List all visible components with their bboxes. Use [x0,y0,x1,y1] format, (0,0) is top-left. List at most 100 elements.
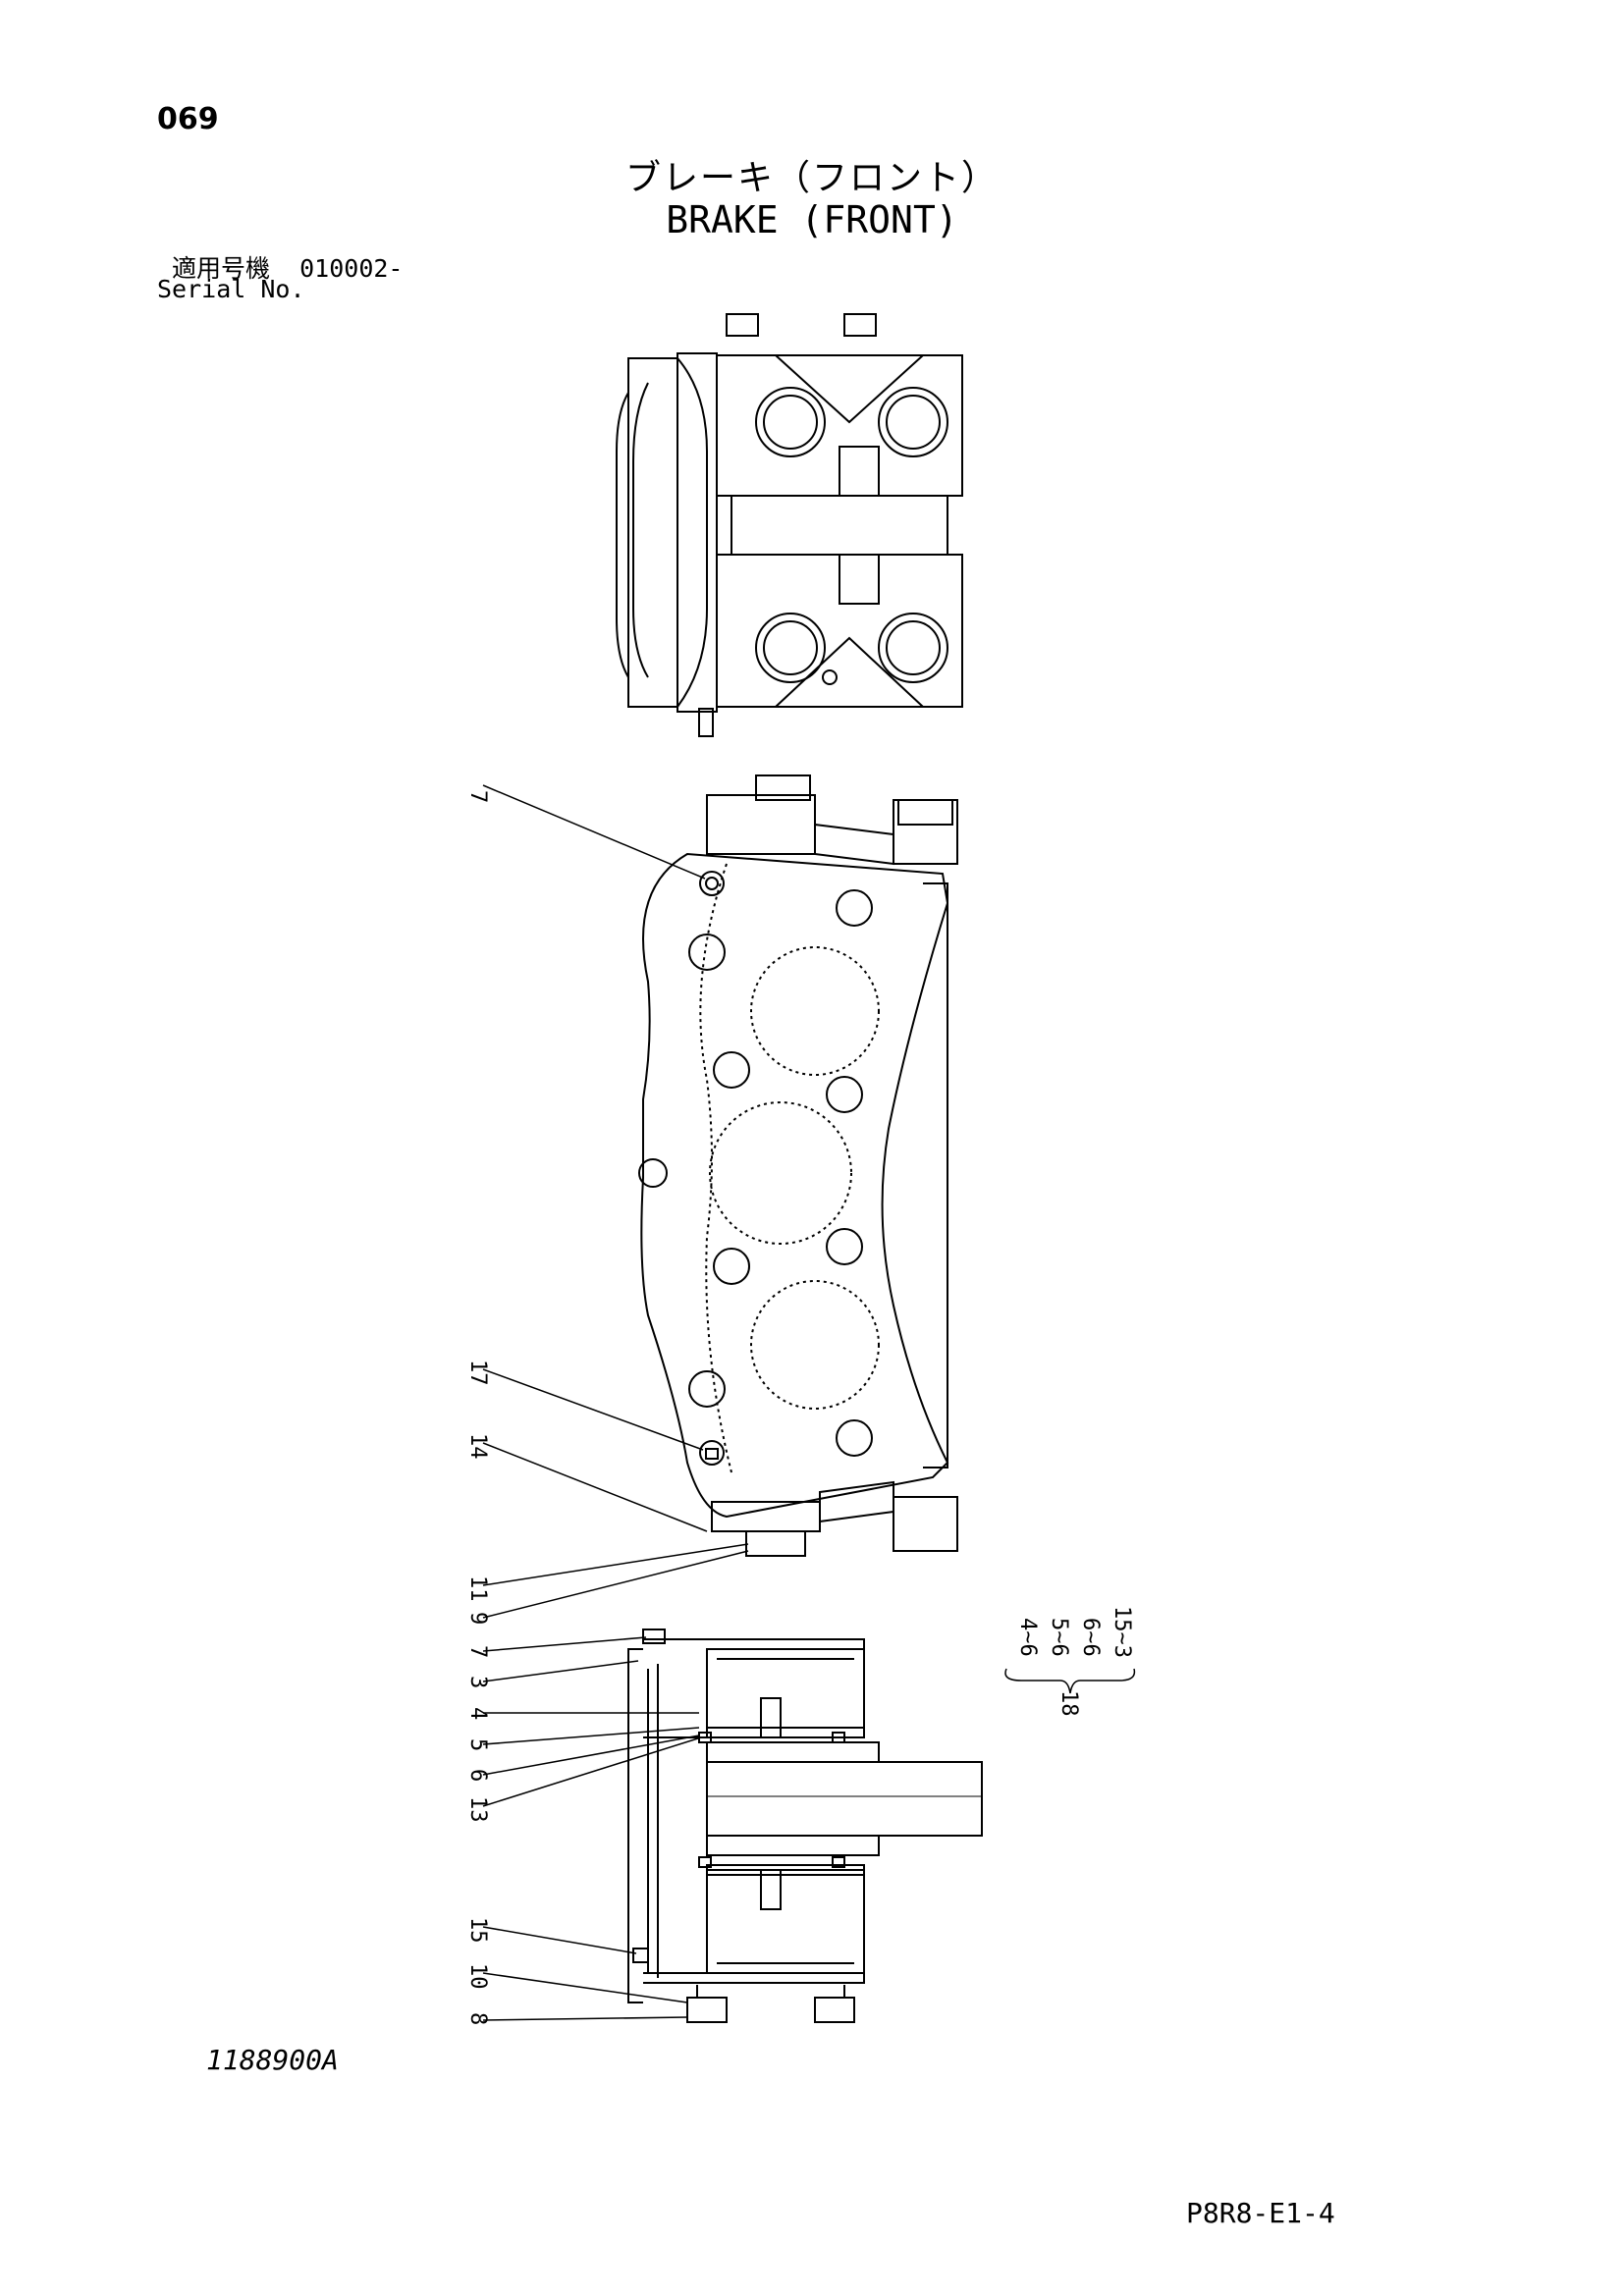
side-boss [638,1158,668,1188]
callout-10: 10 [465,1963,490,1990]
seal [698,1856,712,1868]
group-item-3: 6~6 [1078,1618,1103,1657]
bleeder-hole [822,669,838,685]
bolt-hole [688,1370,726,1408]
callout-8: 8 [465,2012,490,2025]
bolt-hole [688,934,726,971]
upper-right-bolt-inner [886,395,941,450]
title-english: BRAKE (FRONT) [666,198,958,241]
leader-lines [482,784,749,2021]
callout-13: 13 [465,1796,490,1823]
upper-left-bolt-inner [763,395,818,450]
page-number: 069 [157,102,219,136]
hex-plug [705,1448,719,1460]
housing-curve [616,392,629,678]
housing-left [627,1648,643,2003]
lower-view [627,1629,983,2023]
callout-6: 6 [465,1769,490,1782]
group-bracket [1004,1668,1136,1694]
housing-inner-curve [632,382,649,678]
bolt-hole [713,1051,750,1089]
top-bolt [726,313,759,337]
bolt-hole [826,1076,863,1113]
top-bolt [843,313,877,337]
serial-label-english: Serial No. [157,275,305,303]
housing-side [627,357,678,708]
body-side [923,882,948,1468]
bottom-bar [819,1480,894,1523]
disc-bottom [706,1835,880,1856]
lower-v-notch [775,636,924,708]
upper-piston-pin [760,1697,782,1738]
bolt-hole [826,1228,863,1265]
bottom-cap [711,1501,821,1532]
group-item-2: 5~6 [1047,1618,1071,1657]
bleeder [642,1629,666,1644]
disc-top [706,1741,880,1763]
upper-v-notch [775,354,924,424]
group-item-1: 4~6 [1015,1618,1040,1657]
lower-left-bolt [755,613,826,683]
callout-17: 17 [465,1360,490,1386]
piston-hidden [750,946,880,1076]
bolt-hole [699,871,725,896]
callout-4: 4 [465,1707,490,1720]
top-cap-bolt [755,774,811,801]
callout-labels: 7 17 14 11 9 7 3 4 5 6 13 15 10 8 4~6 5~… [465,790,1134,2025]
serial-label-japanese: 適用号機 010002- [172,249,403,285]
lower-block [716,554,963,708]
group-number-18: 18 [1056,1690,1081,1717]
middle-view [638,774,958,1557]
page-code: P8R8-E1-4 [1186,2197,1335,2229]
upper-cylinder [706,1648,865,1738]
callout-3: 3 [465,1676,490,1688]
lower-left-bolt-inner [763,620,818,675]
plug [632,1948,649,1963]
callout-7-top: 7 [465,790,490,803]
top-cap-right [893,799,958,865]
caliper-body [640,852,949,1519]
bottom-bolt [686,1997,728,2023]
bolt-hole [713,1248,750,1285]
lower-outline [643,1972,865,1984]
callout-9: 9 [465,1612,490,1625]
lower-cylinder [706,1869,865,1974]
axle-shaft [706,1761,983,1837]
upper-outline [643,1638,865,1738]
callout-11: 11 [465,1575,490,1602]
serial-value: 010002- [299,254,404,283]
hidden-line [699,863,732,1473]
upper-right-bolt [878,387,948,457]
top-cap [706,794,816,855]
bolt-hole [699,1440,725,1466]
lower-right-bolt [878,613,948,683]
top-view [616,313,963,737]
bolt-hole [836,1419,873,1457]
housing-curve-right [677,357,708,708]
housing-plate [677,352,718,713]
callout-14: 14 [465,1433,490,1460]
bolt-hole-inner [705,877,719,890]
piston-hidden [750,1280,880,1410]
group-item-4: 15~3 [1110,1606,1134,1658]
bottom-bolt [814,1997,855,2023]
callout-15: 15 [465,1917,490,1944]
bleeder-screw [698,708,714,737]
serial-label-jp: 適用号機 [172,254,271,283]
upper-left-bolt [755,387,826,457]
seal [832,1856,845,1868]
callout-5: 5 [465,1738,490,1751]
upper-block [716,354,963,497]
bolt-hole [836,889,873,927]
lower-slot [839,555,880,605]
title-japanese: ブレーキ（フロント） [624,158,999,198]
callout-7: 7 [465,1645,490,1658]
upper-slot [839,446,880,496]
drawing-number: 1188900A [206,2044,339,2076]
bottom-cap-right [893,1496,958,1552]
top-cap-right-bolt [897,799,953,826]
lower-right-bolt-inner [886,620,941,675]
piston-hidden [709,1101,852,1245]
bottom-cap-bolt [745,1530,806,1557]
